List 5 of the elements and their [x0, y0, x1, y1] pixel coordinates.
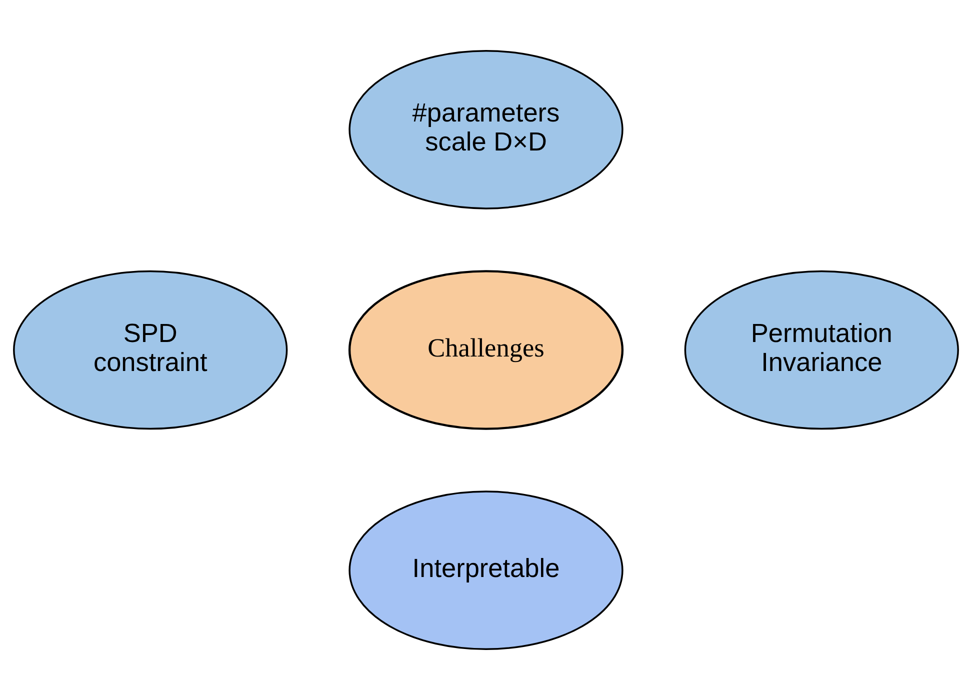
node-ellipse: Permutation Invariance: [684, 270, 959, 430]
node-ellipse: #parameters scale D×D: [348, 50, 624, 210]
node-ellipse: Interpretable: [348, 490, 624, 650]
node-ellipse: SPD constraint: [13, 270, 288, 430]
node-ellipse: Challenges: [348, 270, 624, 430]
